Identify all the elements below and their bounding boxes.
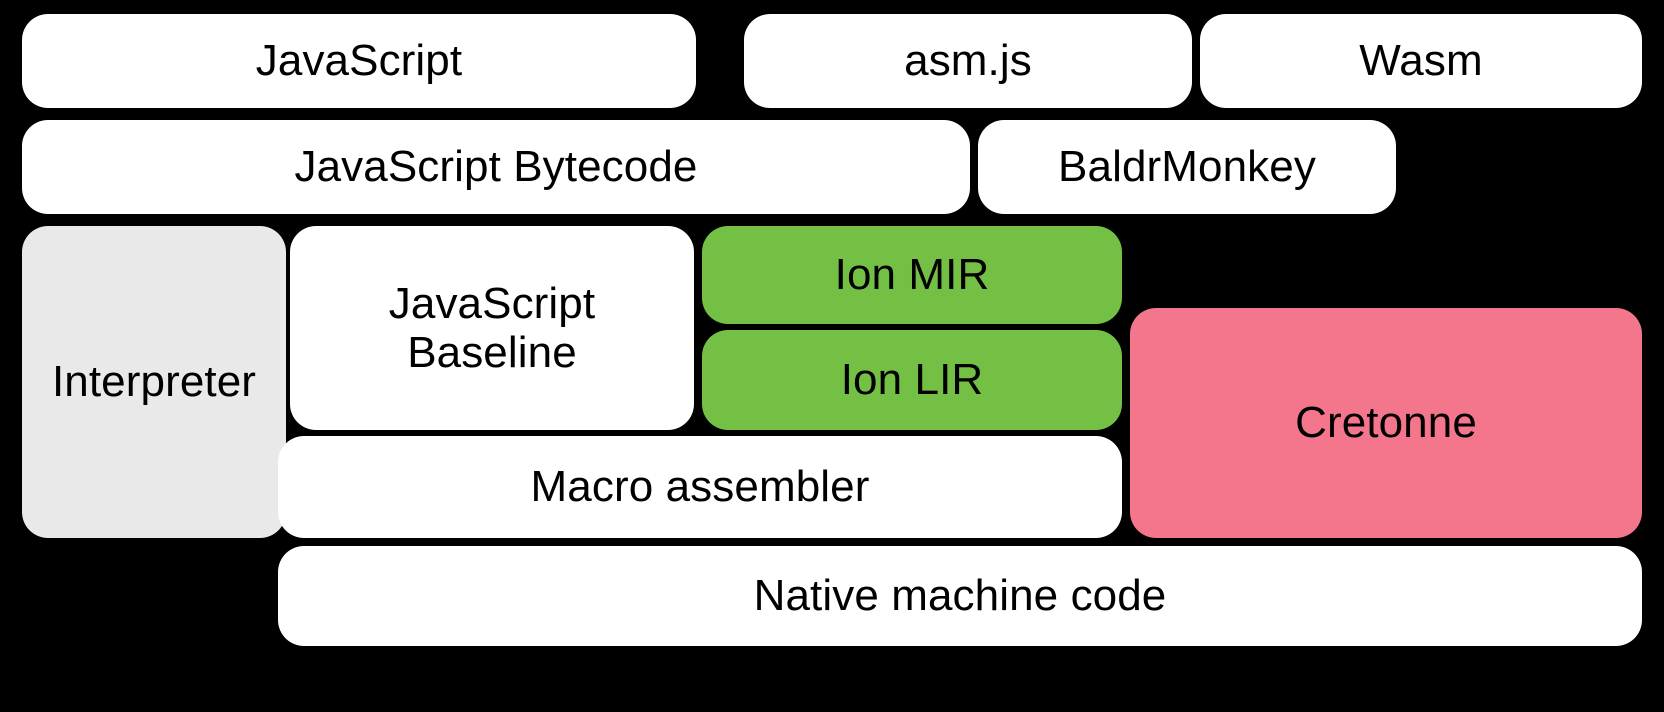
node-native-machine-code: Native machine code bbox=[278, 546, 1642, 646]
node-javascript-baseline: JavaScript Baseline bbox=[290, 226, 694, 430]
node-wasm: Wasm bbox=[1200, 14, 1642, 108]
node-macro-assembler: Macro assembler bbox=[278, 436, 1122, 538]
node-javascript-bytecode: JavaScript Bytecode bbox=[22, 120, 970, 214]
node-ion-mir: Ion MIR bbox=[702, 226, 1122, 324]
node-ion-lir: Ion LIR bbox=[702, 330, 1122, 430]
node-interpreter: Interpreter bbox=[22, 226, 286, 538]
node-cretonne: Cretonne bbox=[1130, 308, 1642, 538]
node-javascript: JavaScript bbox=[22, 14, 696, 108]
node-asmjs: asm.js bbox=[744, 14, 1192, 108]
node-baldrmonkey: BaldrMonkey bbox=[978, 120, 1396, 214]
